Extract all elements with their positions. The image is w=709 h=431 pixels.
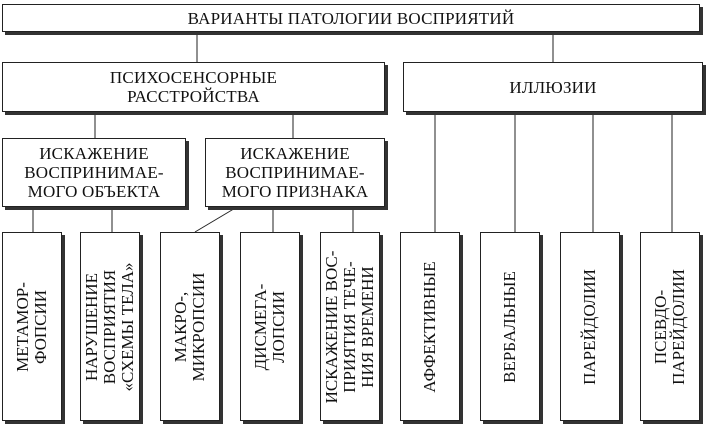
leaf-node-macro-micropsia: МАКРО-,МИКРОПСИИ (160, 232, 220, 421)
leaf-line: ВЕРБАЛЬНЫЕ (500, 270, 519, 383)
leaf-line: ПАРЕЙДОЛИИ (580, 268, 599, 385)
leaf-line: НАРУШЕНИЕ (82, 272, 101, 381)
node-line: МОГО ПРИЗНАКА (221, 182, 369, 201)
leaf-line: «СХЕМЫ ТЕЛА» (118, 261, 137, 392)
node-line: МОГО ОБЪЕКТА (27, 182, 161, 201)
leaf-node-affective-illusions: АФФЕКТИВНЫЕ (400, 232, 460, 421)
psychosensory-node: ПСИХОСЕНСОРНЫЕ РАССТРОЙСТВА (2, 62, 385, 112)
connector (194, 206, 238, 233)
leaf-text: ПСЕВДО-ПАРЕЙДОЛИИ (651, 268, 688, 385)
node-line: ВОСПРИНИМАЕ- (24, 163, 164, 182)
leaf-line: ПАРЕЙДОЛИИ (669, 268, 688, 385)
node-line: РАССТРОЙСТВА (127, 87, 260, 106)
leaf-line: МАКРО-, (171, 291, 190, 362)
leaf-line: МИКРОПСИИ (189, 272, 208, 381)
leaf-text: АФФЕКТИВНЫЕ (420, 260, 439, 393)
node-line: ИСКАЖЕНИЕ (39, 144, 149, 163)
leaf-line: ИСКАЖЕНИЕ ВОС- (322, 250, 341, 403)
leaf-line: ПРИЯТИЯ ТЕЧЕ- (340, 260, 359, 393)
leaf-node-dysmegalopsia: ДИСМЕГА-ЛОПСИИ (240, 232, 300, 421)
node-line: ИСКАЖЕНИЕ (240, 144, 350, 163)
leaf-text: ВЕРБАЛЬНЫЕ (500, 270, 519, 383)
leaf-node-metamorphopsia: МЕТАМОР-ФОПСИИ (2, 232, 62, 421)
leaf-node-verbal-illusions: ВЕРБАЛЬНЫЕ (480, 232, 540, 421)
illusions-node: ИЛЛЮЗИИ (403, 62, 703, 112)
root-label: ВАРИАНТЫ ПАТОЛОГИИ ВОСПРИЯТИЙ (187, 8, 515, 28)
leaf-line: НИЯ ВРЕМЕНИ (358, 265, 377, 388)
leaf-line: МЕТАМОР- (13, 281, 32, 372)
feature-distortion-node: ИСКАЖЕНИЕ ВОСПРИНИМАЕ- МОГО ПРИЗНАКА (205, 138, 385, 207)
leaf-line: АФФЕКТИВНЫЕ (420, 260, 439, 393)
node-line: ВОСПРИНИМАЕ- (225, 163, 365, 182)
leaf-node-pseudo-pareidolia: ПСЕВДО-ПАРЕЙДОЛИИ (640, 232, 700, 421)
leaf-line: ВОСПРИЯТИЯ (100, 269, 119, 384)
leaf-line: ЛОПСИИ (269, 290, 288, 363)
leaf-line: ПСЕВДО- (651, 289, 670, 364)
leaf-text: ИСКАЖЕНИЕ ВОС-ПРИЯТИЯ ТЕЧЕ-НИЯ ВРЕМЕНИ (322, 250, 377, 403)
leaf-text: ДИСМЕГА-ЛОПСИИ (251, 283, 288, 370)
leaf-node-time-perception-distortion: ИСКАЖЕНИЕ ВОС-ПРИЯТИЯ ТЕЧЕ-НИЯ ВРЕМЕНИ (320, 232, 380, 421)
leaf-text: МАКРО-,МИКРОПСИИ (171, 272, 208, 381)
leaf-line: ФОПСИИ (31, 289, 50, 364)
leaf-text: ПАРЕЙДОЛИИ (580, 268, 599, 385)
illusions-label: ИЛЛЮЗИИ (509, 77, 597, 97)
leaf-text: МЕТАМОР-ФОПСИИ (13, 281, 50, 372)
root-node: ВАРИАНТЫ ПАТОЛОГИИ ВОСПРИЯТИЙ (2, 4, 700, 32)
leaf-node-pareidolia: ПАРЕЙДОЛИИ (560, 232, 620, 421)
object-distortion-node: ИСКАЖЕНИЕ ВОСПРИНИМАЕ- МОГО ОБЪЕКТА (2, 138, 186, 207)
leaf-line: ДИСМЕГА- (251, 283, 270, 370)
node-line: ПСИХОСЕНСОРНЫЕ (109, 68, 278, 87)
